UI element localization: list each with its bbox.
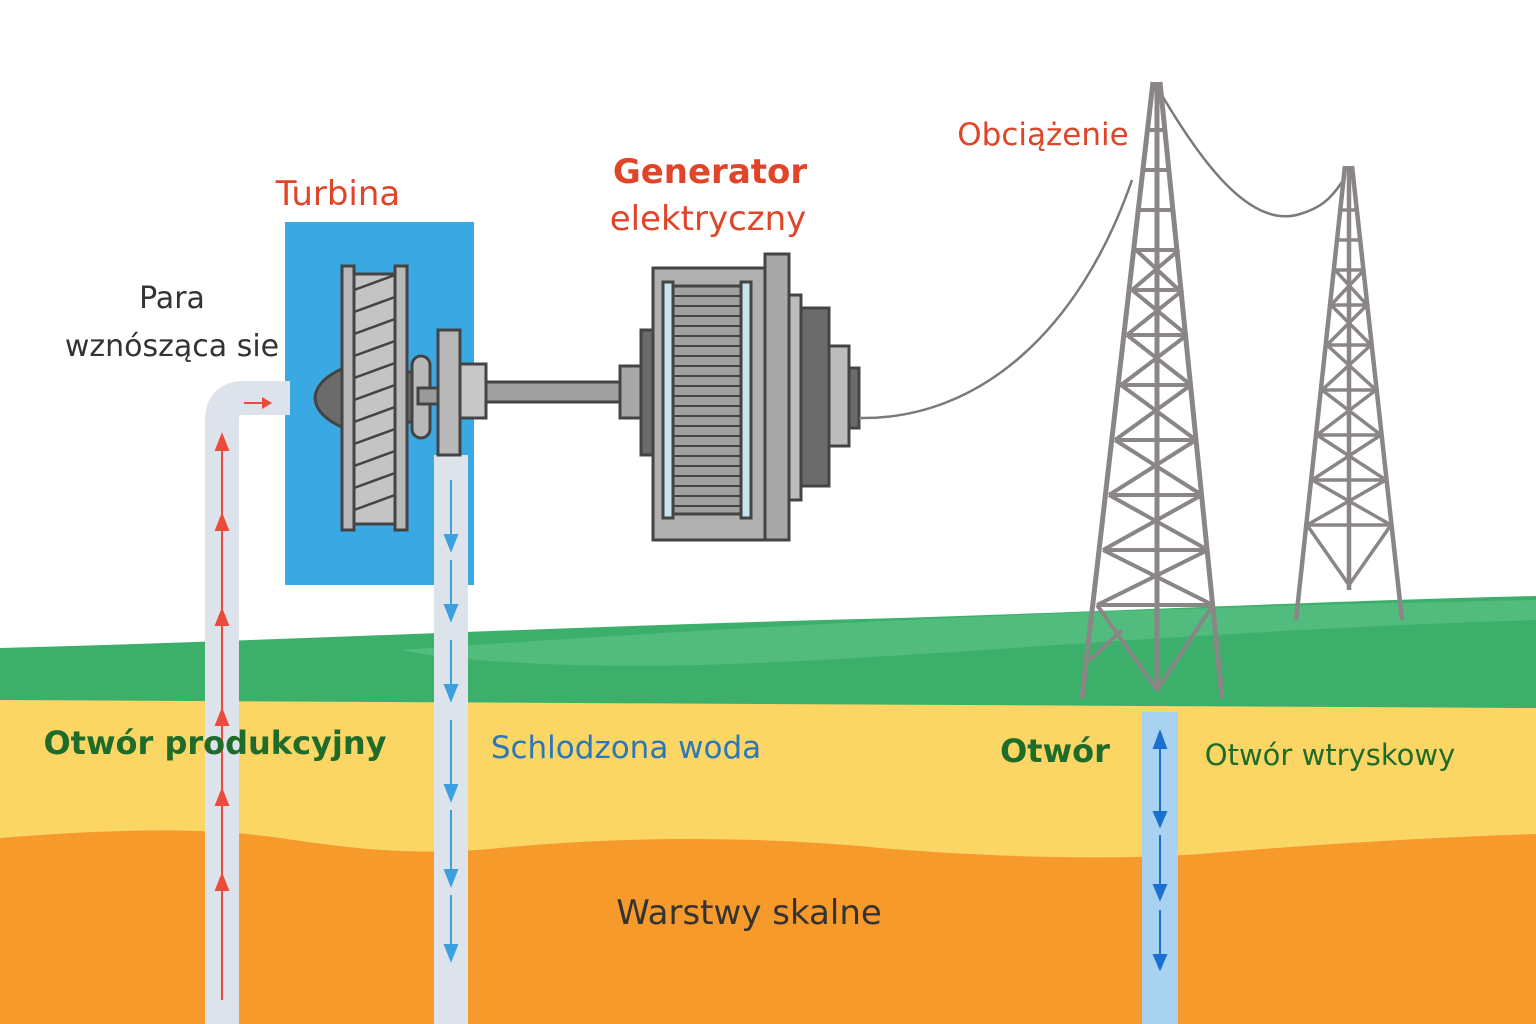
label-rock-layers: Warstwy skalne: [616, 893, 882, 933]
label-injection-well: Otwór wtryskowy: [1205, 738, 1455, 772]
label-generator-line2: elektryczny: [610, 199, 807, 239]
transmission-tower-small: [1293, 165, 1405, 621]
label-well: Otwór: [1000, 732, 1110, 770]
grass-highlight: [400, 600, 1536, 666]
label-cooled-water: Schlodzona woda: [491, 730, 761, 766]
production-pipe: [205, 381, 290, 1024]
label-turbine: Turbina: [275, 174, 401, 214]
label-steam-line1: Para: [139, 281, 205, 316]
power-lines: [858, 91, 1344, 420]
steam-arrow-head: [262, 397, 272, 409]
up-arrow-icon: [1152, 729, 1168, 749]
steam-up-arrows: [214, 432, 230, 1000]
label-load: Obciążenie: [957, 117, 1128, 153]
label-generator-line1: Generator: [613, 152, 808, 192]
label-steam-line2: wznósząca sie: [65, 329, 279, 364]
turbine-nose-cone: [313, 365, 346, 431]
injection-pipe: [1142, 712, 1178, 1024]
label-production-well: Otwór produkcyjny: [43, 724, 386, 762]
generator-body: [618, 252, 861, 542]
cooled-water-pipe: [434, 455, 468, 1024]
water-down-arrows: [443, 480, 459, 963]
turbine-rotor: [313, 264, 488, 532]
transmission-tower-large: [1079, 81, 1225, 699]
shaft: [484, 380, 622, 404]
